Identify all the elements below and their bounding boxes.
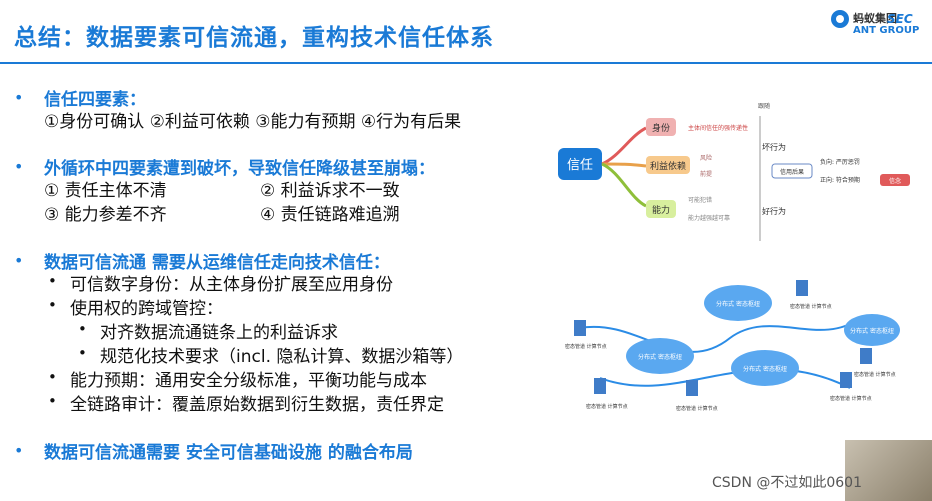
grid-item-4: ④ 责任链路难追溯 xyxy=(260,205,400,225)
item-2b: 规范化技术要求（incl. 隐私计算、数据沙箱等） xyxy=(100,347,464,367)
detail-5: 能力越强越可靠 xyxy=(688,214,730,222)
branch-ability-label: 能力 xyxy=(652,204,670,216)
sub-sub-bullet: • xyxy=(78,320,87,338)
section-heading-2: 外循环中四要素遭到破坏，导致信任降级甚至崩塌： xyxy=(44,159,435,179)
logo-en: ANT GROUP xyxy=(853,25,920,36)
node-label: 密态管道 计算节点 xyxy=(676,405,718,412)
root-node xyxy=(558,148,602,180)
branch-identity xyxy=(646,118,676,136)
sub-bullet: • xyxy=(48,368,57,386)
detail-1: 主体间信任的强传递性 xyxy=(688,124,748,132)
section-heading-1: 信任四要素： xyxy=(44,90,146,110)
label-bad-behavior: 坏行为 xyxy=(762,142,786,152)
detail-4: 可能犯错 xyxy=(688,196,712,204)
section-heading-3: 数据可信流通 需要从运维信任走向技术信任： xyxy=(44,253,390,273)
server-icon xyxy=(686,380,698,396)
csdn-footer: CSDN @不过如此0601 xyxy=(712,475,862,491)
slide-title: 总结：数据要素可信流通，重构技术信任体系 xyxy=(14,25,494,51)
detail-2: 风险 xyxy=(700,154,712,162)
bullet-dot: • xyxy=(14,441,24,460)
cloud-label: 分布式 密态枢纽 xyxy=(850,327,894,335)
branch-interest-label: 利益依赖 xyxy=(650,160,686,172)
webcam-thumbnail xyxy=(845,440,932,501)
cloud-label: 分布式 密态枢纽 xyxy=(638,353,682,361)
item-2a: 对齐数据流通链条上的利益诉求 xyxy=(100,323,338,343)
grid-item-2: ② 利益诉求不一致 xyxy=(260,181,400,201)
title-rule xyxy=(0,62,932,64)
sub-bullet: • xyxy=(48,392,57,410)
server-icon xyxy=(860,348,872,364)
detail-3: 前提 xyxy=(700,170,712,178)
logo-cn: 蚂蚁集团 xyxy=(853,12,897,25)
root-label: 信任 xyxy=(567,158,593,173)
label-good-behavior: 好行为 xyxy=(762,206,786,216)
cloud-label: 分布式 密态枢纽 xyxy=(743,365,787,373)
belief-box xyxy=(880,174,910,186)
trust-mindmap-diagram: 信任 身份 利益依赖 能力 主体间信任的强传递性 风险 前提 可能犯错 能力越强… xyxy=(558,102,910,241)
server-icon xyxy=(594,378,606,394)
company-logo: 蚂蚁集团 ANT GROUP SEC xyxy=(827,8,932,42)
server-icon xyxy=(840,372,852,388)
item-1: 可信数字身份：从主体身份扩展至应用身份 xyxy=(70,275,393,295)
grid-item-1: ① 责任主体不清 xyxy=(44,181,167,201)
sub-bullet: • xyxy=(48,272,57,290)
server-icon xyxy=(574,320,586,336)
cloud-2 xyxy=(626,338,694,374)
cloud-1 xyxy=(704,285,772,321)
positive-label: 正向: 符合预期 xyxy=(820,176,860,184)
item-3: 能力预期：通用安全分级标准，平衡功能与成本 xyxy=(70,371,427,391)
node-label: 密态管道 计算节点 xyxy=(790,303,832,310)
sub-sub-bullet: • xyxy=(78,344,87,362)
grid-item-3: ③ 能力参差不齐 xyxy=(44,205,167,225)
cloud-label: 分布式 密态枢纽 xyxy=(716,300,760,308)
cloud-3 xyxy=(731,350,799,386)
node-label: 密态管道 计算节点 xyxy=(586,403,628,410)
label-follow: 跟随 xyxy=(758,102,770,110)
cloud-4 xyxy=(844,314,900,346)
bullet-dot: • xyxy=(14,88,24,107)
item-2: 使用权的跨域管控： xyxy=(70,299,223,319)
logo-sec: SEC xyxy=(887,12,913,26)
node-label: 密态管道 计算节点 xyxy=(854,371,896,378)
branch-identity-label: 身份 xyxy=(652,122,670,134)
sub-bullet: • xyxy=(48,296,57,314)
ant-icon xyxy=(831,10,849,28)
section-heading-4: 数据可信流通需要 安全可信基础设施 的融合布局 xyxy=(44,443,413,463)
negative-label: 负向: 严厉惩罚 xyxy=(820,158,860,166)
bullet-dot: • xyxy=(14,251,24,270)
section-1-line: ①身份可确认 ②利益可依赖 ③能力有预期 ④行为有后果 xyxy=(44,112,462,132)
network-diagram: 分布式 密态枢纽 分布式 密态枢纽 分布式 密态枢纽 分布式 密态枢纽 密态管道… xyxy=(565,280,900,412)
branch-interest xyxy=(646,156,690,174)
branch-ability xyxy=(646,200,676,218)
credit-label: 信用后果 xyxy=(780,168,804,176)
server-icon xyxy=(796,280,808,296)
node-label: 密态管道 计算节点 xyxy=(830,395,872,402)
node-label: 密态管道 计算节点 xyxy=(565,343,607,350)
credit-box xyxy=(771,163,813,179)
item-4: 全链路审计：覆盖原始数据到衍生数据，责任界定 xyxy=(70,395,444,415)
belief-label: 信念 xyxy=(889,177,901,185)
bullet-dot: • xyxy=(14,157,24,176)
